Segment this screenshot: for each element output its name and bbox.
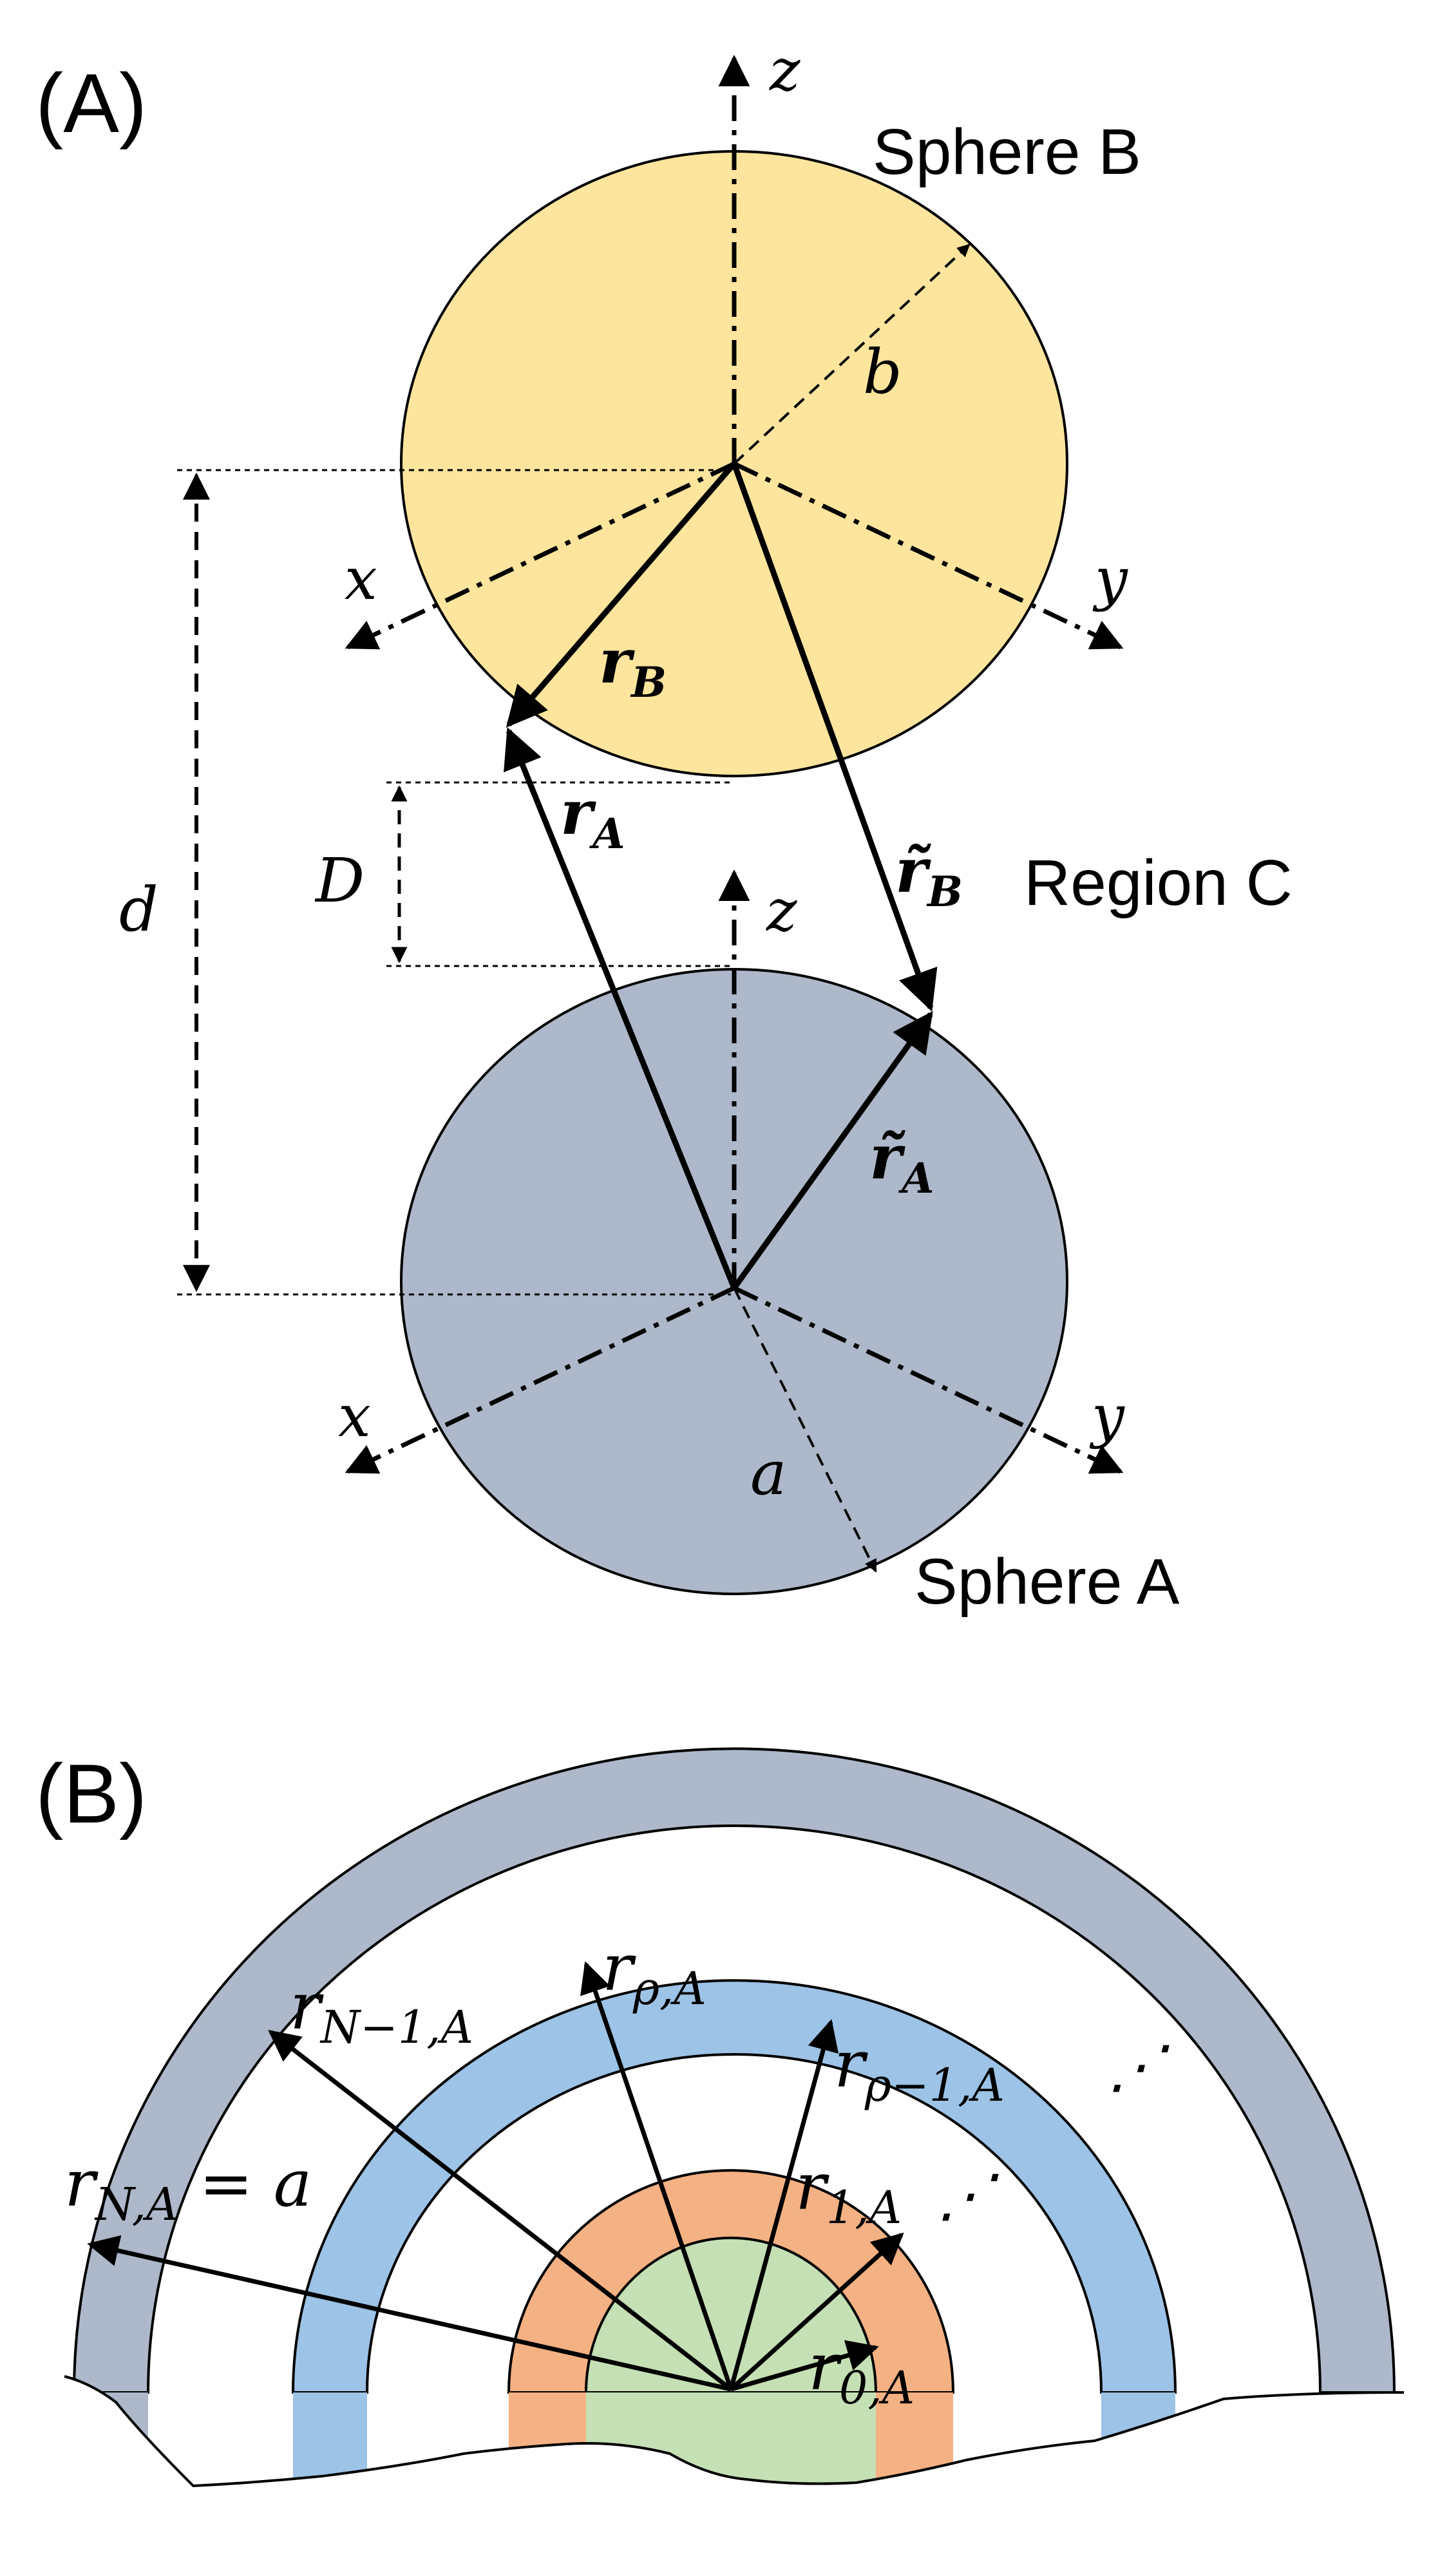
label-rrho-1: rρ−1,A xyxy=(834,2027,1005,2112)
label-d: d xyxy=(119,875,158,945)
label-r0: r0,A xyxy=(808,2329,914,2414)
outer-shell xyxy=(72,1747,1396,2394)
sphere-a-label: Sphere A xyxy=(914,1546,1180,1618)
label-D: D xyxy=(314,846,365,916)
shell-stack xyxy=(72,1747,1396,2394)
ellipsis-lower: ⋰ xyxy=(937,2162,999,2230)
axis-z-bottom: z xyxy=(766,877,797,945)
axis-z-top: z xyxy=(769,37,800,104)
axis-x-bottom: x xyxy=(338,1383,371,1450)
vector-rB-label: rB xyxy=(599,626,667,707)
axis-y-top: y xyxy=(1092,545,1128,613)
position-vectors xyxy=(504,462,938,1290)
radius-b-label: b xyxy=(863,337,902,408)
vector-rB-tilde-label: r̃B xyxy=(895,835,963,916)
middle-shell xyxy=(291,1979,1177,2394)
sphere-b-label: Sphere B xyxy=(873,116,1141,188)
core xyxy=(584,2237,878,2394)
label-rrho: rρ,A xyxy=(602,1930,706,2015)
label-r1: r1,A xyxy=(795,2149,902,2234)
region-c-label: Region C xyxy=(1024,847,1293,919)
label-rN: rN,A = a xyxy=(64,2146,312,2231)
panel-b-label: (B) xyxy=(35,1747,147,1841)
axis-y-bottom: y xyxy=(1089,1383,1125,1450)
vector-rA-tilde-label: r̃A xyxy=(869,1122,934,1203)
ground-outline xyxy=(64,2375,1405,2488)
axis-x-top: x xyxy=(345,545,377,613)
label-rN-1: rN−1,A xyxy=(290,1969,473,2054)
axes-top xyxy=(345,55,1124,650)
radius-vectors xyxy=(87,1961,904,2392)
axes-bottom xyxy=(345,869,1124,1573)
panel-a-label: (A) xyxy=(35,56,147,150)
ellipsis-upper: ⋰ xyxy=(1108,2033,1170,2101)
reference-lines xyxy=(177,469,734,1296)
vector-rA-label: rA xyxy=(560,777,625,858)
radius-a-label: a xyxy=(750,1438,787,1509)
